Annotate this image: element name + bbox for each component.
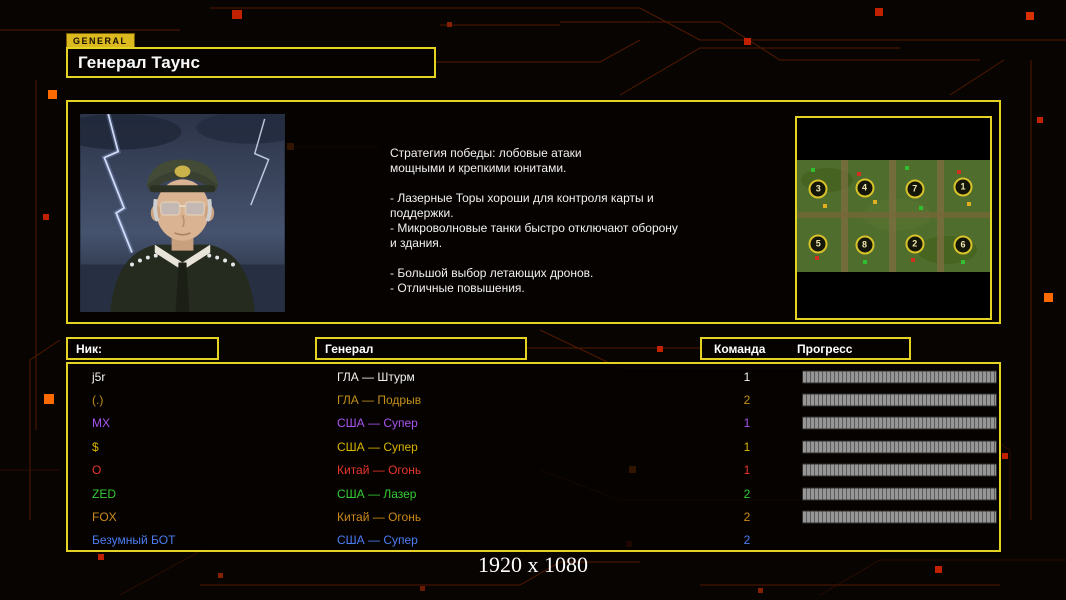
strategy-text: Стратегия победы: лобовые атаки мощными … [390, 146, 678, 295]
progress-bar [802, 487, 997, 501]
progress-bar [802, 416, 997, 430]
player-team: 1 [743, 369, 751, 384]
general-portrait [80, 114, 285, 312]
player-nick: (.) [92, 393, 104, 408]
map-start-position: 1 [953, 177, 973, 197]
player-general: США — Супер [337, 439, 418, 454]
player-team: 1 [743, 463, 751, 478]
player-general: Китай — Огонь [337, 463, 422, 478]
player-team: 2 [743, 393, 751, 408]
player-nick: FOX [92, 510, 117, 525]
player-team: 1 [743, 416, 751, 431]
map-start-position: 2 [905, 234, 925, 254]
player-general: ГЛА — Подрыв [337, 393, 422, 408]
table-row: ZED США — Лазер 2 [68, 482, 999, 505]
player-nick: $ [92, 439, 99, 454]
table-row: FOX Китай — Огонь 2 [68, 505, 999, 528]
player-team: 2 [743, 510, 751, 525]
map-start-position: 4 [855, 178, 875, 198]
progress-bar [802, 463, 997, 477]
map-start-position: 6 [953, 235, 973, 255]
header-team-label: Команда [714, 341, 766, 356]
table-row: MX США — Супер 1 [68, 412, 999, 435]
header-general-box: Генерал [315, 337, 527, 360]
map-area: 3 4 7 1 5 8 2 6 [797, 159, 990, 272]
player-general: США — Лазер [337, 486, 417, 501]
player-nick: O [92, 463, 102, 478]
header-nick-label: Ник: [76, 341, 103, 356]
player-team: 1 [743, 439, 751, 454]
header-progress-label: Прогресс [797, 341, 853, 356]
general-type-badge: GENERAL [66, 33, 135, 48]
resolution-overlay: 1920 x 1080 [478, 552, 588, 577]
progress-bar [802, 510, 997, 524]
table-row: Безумный БОТ США — Супер 2 [68, 529, 999, 552]
general-name: Генерал Таунс [78, 52, 200, 72]
player-general: США — Супер [337, 533, 418, 548]
player-general: ГЛА — Штурм [337, 369, 415, 384]
map-start-position: 3 [808, 179, 828, 199]
player-nick: ZED [92, 486, 116, 501]
map-start-position: 5 [808, 234, 828, 254]
player-nick: Безумный БОТ [92, 533, 176, 548]
header-team-progress-box: Команда Прогресс [700, 337, 911, 360]
general-info-panel: Стратегия победы: лобовые атаки мощными … [66, 100, 1001, 324]
player-general: Китай — Огонь [337, 510, 422, 525]
map-letterbox-top [797, 118, 990, 160]
player-team: 2 [743, 486, 751, 501]
map-letterbox-bottom [797, 271, 990, 318]
map-preview-box: 3 4 7 1 5 8 2 6 [795, 116, 992, 320]
header-general-label: Генерал [325, 341, 374, 356]
player-general: США — Супер [337, 416, 418, 431]
table-row: (.) ГЛА — Подрыв 2 [68, 388, 999, 411]
header-nick-box: Ник: [66, 337, 219, 360]
progress-bar [802, 393, 997, 407]
player-team: 2 [743, 533, 751, 548]
player-nick: MX [92, 416, 110, 431]
map-start-position: 7 [905, 179, 925, 199]
map-start-position: 8 [855, 235, 875, 255]
table-row: $ США — Супер 1 [68, 435, 999, 458]
general-name-box: Генерал Таунс [66, 47, 436, 78]
table-row: j5r ГЛА — Штурм 1 [68, 365, 999, 388]
progress-bar [802, 440, 997, 454]
table-row: O Китай — Огонь 1 [68, 459, 999, 482]
progress-bar [802, 370, 997, 384]
player-table: j5r ГЛА — Штурм 1 (.) ГЛА — Подрыв 2 MX … [66, 362, 1001, 552]
player-nick: j5r [92, 369, 106, 384]
